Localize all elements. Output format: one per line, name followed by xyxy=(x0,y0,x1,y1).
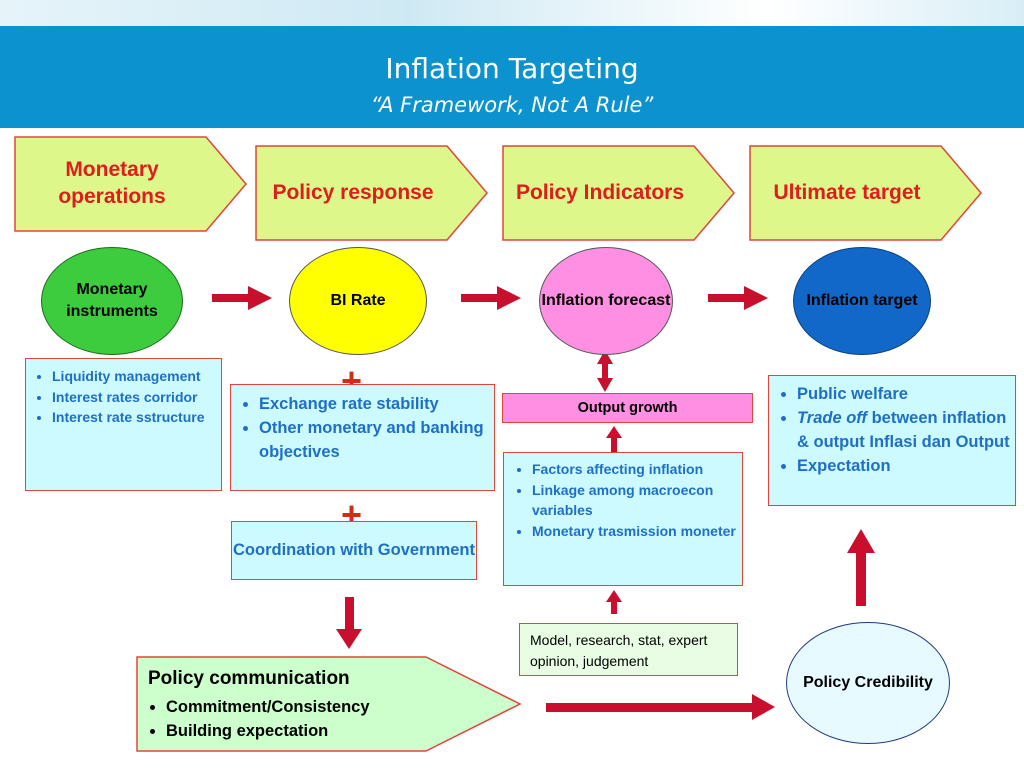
stage-ultimate-target: Ultimate target xyxy=(749,145,983,241)
communication-title: Policy communication xyxy=(148,668,350,689)
box-coordination: Coordination with Government xyxy=(231,521,477,580)
stage-arrow-shape xyxy=(502,145,735,241)
list-item: Trade off between inflation & output Inf… xyxy=(797,406,1011,454)
box-policy-objectives: Exchange rate stability Other monetary a… xyxy=(230,384,495,491)
list-item: Factors affecting inflation xyxy=(532,459,738,480)
arrow-model-to-factors xyxy=(606,590,622,614)
policy-communication-arrow: Policy communication Commitment/Consiste… xyxy=(136,656,522,752)
trade-off-term: Trade off xyxy=(797,409,867,427)
list-item: Exchange rate stability xyxy=(259,392,490,416)
arrow-communication-to-credibility xyxy=(546,694,775,720)
list-item: Interest rates corridor xyxy=(52,387,217,408)
arrow-coordination-to-communication xyxy=(336,597,362,649)
stage-policy-indicators: Policy Indicators xyxy=(502,145,736,241)
box-public-welfare: Public welfare Trade off between inflati… xyxy=(768,375,1016,506)
stage-monetary-operations: Monetary operations xyxy=(14,136,248,232)
page-title: Inflation Targeting xyxy=(385,52,639,85)
list-item: Interest rate sstructure xyxy=(52,407,217,428)
header-swoosh xyxy=(0,0,1024,26)
oval-inflation-target: Inflation target xyxy=(793,247,931,355)
arrow-forecast-to-target xyxy=(708,286,768,310)
arrow-credibility-to-welfare xyxy=(847,529,875,606)
header-banner: Inflation Targeting “A Framework, Not A … xyxy=(0,0,1024,128)
arrow-factors-to-output xyxy=(606,426,622,452)
list-item: Expectation xyxy=(797,454,1011,478)
arrow-forecast-output-double xyxy=(597,350,613,392)
oval-monetary-instruments: Monetary instruments xyxy=(41,247,183,355)
oval-inflation-forecast: Inflation forecast xyxy=(539,247,673,355)
stage-arrow-shape xyxy=(14,136,247,232)
communication-arrow-shape xyxy=(136,656,522,752)
list-item: Monetary trasmission moneter xyxy=(532,521,738,542)
stage-arrow-shape xyxy=(255,145,488,241)
stage-label: Policy response xyxy=(272,180,434,204)
oval-bi-rate: BI Rate xyxy=(289,247,427,355)
list-item: Liquidity management xyxy=(52,366,217,387)
list-item: Building expectation xyxy=(166,719,370,743)
box-model-research: Model, research, stat, expert opinion, j… xyxy=(519,623,738,676)
oval-policy-credibility: Policy Credibility xyxy=(786,622,950,744)
arrow-birate-to-forecast xyxy=(461,286,521,310)
page-subtitle: “A Framework, Not A Rule” xyxy=(370,93,654,117)
trade-off-rest: between inflation & output Inflasi dan O… xyxy=(797,409,1010,451)
arrow-instruments-to-birate xyxy=(212,286,272,310)
stage-label: Ultimate target xyxy=(773,180,921,204)
list-item: Public welfare xyxy=(797,382,1011,406)
box-instruments-list: Liquidity management Interest rates corr… xyxy=(25,358,222,491)
stage-policy-response: Policy response xyxy=(255,145,489,241)
box-output-growth: Output growth xyxy=(502,393,753,423)
list-item: Commitment/Consistency xyxy=(166,695,370,719)
stage-arrow-shape xyxy=(749,145,982,241)
list-item: Linkage among macroecon variables xyxy=(532,480,738,521)
stage-label: Policy Indicators xyxy=(515,180,685,204)
box-inflation-factors: Factors affecting inflation Linkage amon… xyxy=(503,452,743,586)
list-item: Other monetary and banking objectives xyxy=(259,416,490,464)
stage-label: Monetary operations xyxy=(58,158,166,208)
